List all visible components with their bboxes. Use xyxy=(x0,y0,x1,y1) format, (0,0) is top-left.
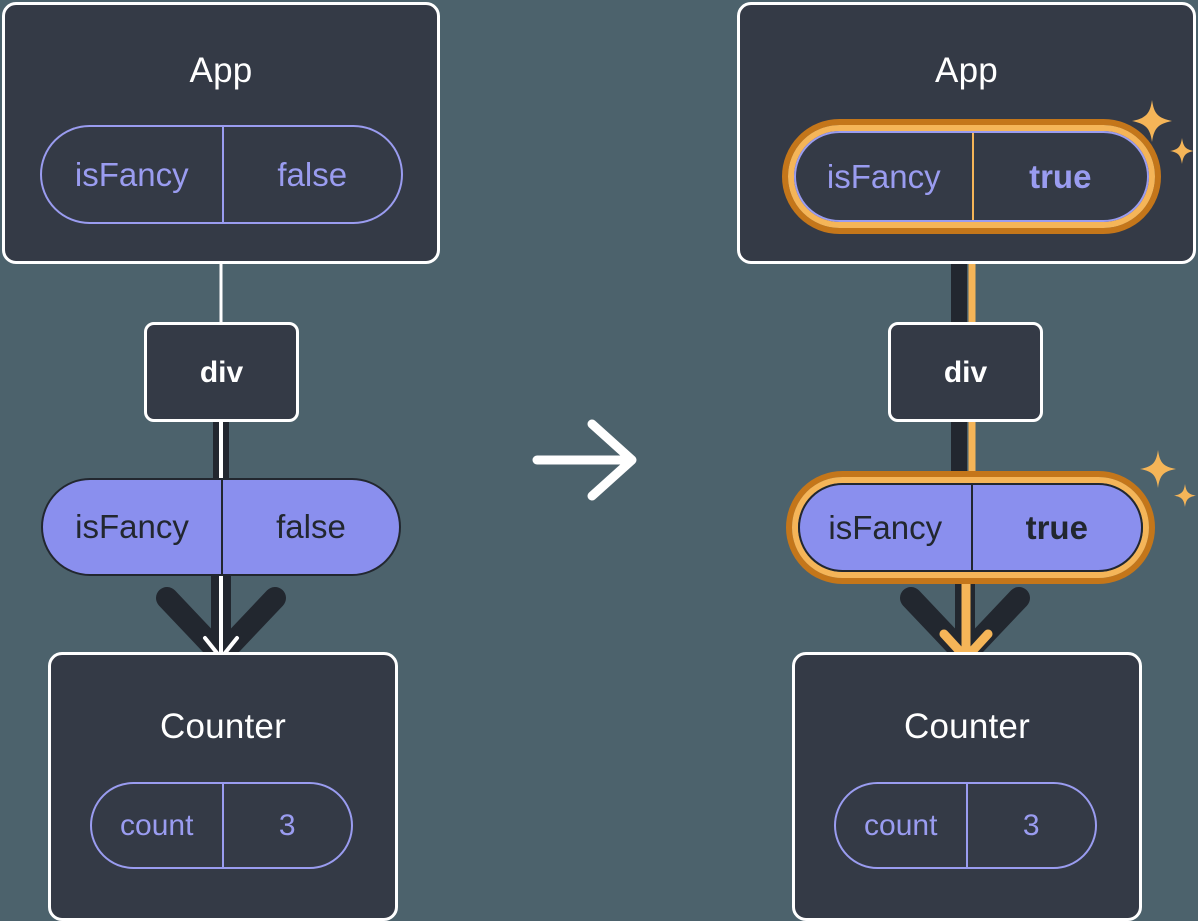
prop-pill-value-after: true xyxy=(970,485,1142,570)
app-prop-key-before: isFancy xyxy=(74,155,189,193)
counter-state-pill-before: count 3 xyxy=(90,782,353,869)
prop-pill-value-before: false xyxy=(221,480,399,574)
app-prop-key-after: isFancy xyxy=(826,157,941,195)
prop-pill-after: isFancy true xyxy=(798,483,1143,572)
counter-state-value-after: 3 xyxy=(965,784,1096,867)
prop-pill-key-after: isFancy xyxy=(828,508,943,546)
div-node-after: div xyxy=(888,322,1043,422)
counter-title-before: Counter xyxy=(160,707,286,746)
div-label-after: div xyxy=(943,356,988,389)
div-node-before: div xyxy=(144,322,299,422)
counter-state-key-before: count xyxy=(120,808,194,842)
arrow-right-icon xyxy=(532,419,637,501)
prop-pill-key-before: isFancy xyxy=(75,508,189,545)
counter-title-after: Counter xyxy=(904,707,1030,746)
prop-pill-before: isFancy false xyxy=(41,478,401,576)
counter-state-value-before: 3 xyxy=(221,784,352,867)
app-title-after: App xyxy=(935,51,998,90)
app-title-before: App xyxy=(189,51,253,90)
app-prop-value-before: false xyxy=(221,127,402,222)
counter-state-pill-after: count 3 xyxy=(834,782,1097,869)
app-prop-pill-after: isFancy true xyxy=(794,131,1149,222)
app-prop-value-after: true xyxy=(971,133,1148,220)
div-label-before: div xyxy=(199,356,244,389)
counter-state-key-after: count xyxy=(864,808,938,842)
app-prop-pill-before: isFancy false xyxy=(40,125,403,224)
